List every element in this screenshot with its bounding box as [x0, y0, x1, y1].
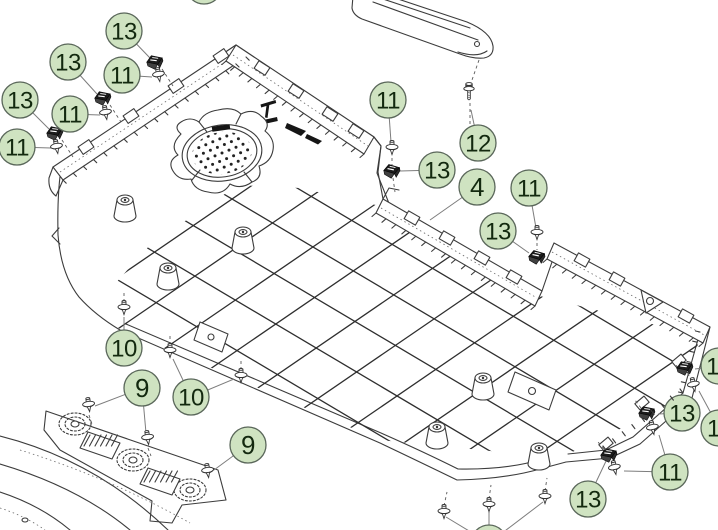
- callout-11[interactable]: 11: [510, 169, 548, 207]
- boss: [425, 421, 449, 450]
- callout-partial: [191, 0, 217, 5]
- callout-12[interactable]: 12: [459, 124, 497, 162]
- callout-label: 11: [5, 134, 29, 161]
- callout-label: 11: [517, 175, 541, 202]
- callout-13[interactable]: 13: [1, 81, 39, 119]
- bolt-glyph: [463, 82, 475, 101]
- callout-9[interactable]: 9: [123, 369, 161, 407]
- screw-glyph: [150, 66, 167, 84]
- screw-glyph: [482, 497, 496, 513]
- boss: [471, 372, 495, 401]
- callout-label: 13: [7, 87, 33, 114]
- callout-label: 13: [706, 353, 718, 380]
- callout-partial: [475, 524, 503, 530]
- leader-line: [445, 516, 469, 530]
- mount-tabs: [193, 321, 557, 411]
- rail-slots: [77, 48, 230, 155]
- callout-label: 10: [178, 384, 204, 411]
- top-flange: [225, 44, 384, 200]
- vent-grille: [170, 108, 274, 194]
- callout-label: 11: [658, 459, 682, 486]
- screw-glyph: [437, 504, 451, 520]
- boss: [231, 226, 255, 255]
- trim-strip: [351, 0, 494, 59]
- callout-13[interactable]: 13: [569, 480, 607, 518]
- clip-glyph: [92, 88, 114, 108]
- screw-glyph: [530, 225, 544, 241]
- callout-13[interactable]: 13: [700, 347, 718, 385]
- callout-9[interactable]: 9: [229, 426, 267, 464]
- callout-label: 13: [485, 218, 511, 245]
- callout-13[interactable]: 13: [418, 151, 456, 189]
- callout-label: 9: [241, 430, 255, 460]
- callout-13[interactable]: 13: [105, 12, 143, 50]
- screw-glyph: [81, 396, 97, 413]
- pictogram-fasteners: [260, 100, 322, 145]
- callout-10[interactable]: 10: [105, 329, 143, 367]
- screw-glyph: [97, 104, 114, 122]
- leader-line: [505, 501, 544, 530]
- callout-11[interactable]: 11: [51, 95, 89, 133]
- callout-label: 13: [55, 49, 81, 76]
- callout-10[interactable]: 10: [172, 378, 210, 416]
- callout-label: 13: [669, 400, 695, 427]
- callout-11[interactable]: 11: [651, 453, 689, 491]
- callout-label: 9: [135, 373, 149, 403]
- edge-hatching: [62, 56, 704, 451]
- callout-label: 11: [110, 62, 134, 89]
- callout-11[interactable]: 11: [0, 128, 36, 166]
- screw-glyph: [538, 489, 552, 505]
- callout-13[interactable]: 13: [49, 43, 87, 81]
- callout-13[interactable]: 13: [479, 212, 517, 250]
- callout-11[interactable]: 11: [103, 56, 141, 94]
- subframe: [43, 410, 227, 524]
- clip-glyph: [382, 162, 402, 180]
- screw-glyph: [140, 429, 156, 446]
- dashed-guides: [61, 59, 693, 507]
- callout-label: 11: [707, 415, 718, 442]
- subframe-hatch: [79, 431, 181, 496]
- callout-label: 12: [465, 130, 491, 157]
- callout-label: 11: [58, 101, 82, 128]
- right-rail: [546, 242, 711, 344]
- boss: [156, 262, 180, 291]
- callout-11[interactable]: 11: [369, 81, 407, 119]
- callout-4[interactable]: 4: [458, 168, 496, 206]
- callout-label: 13: [424, 157, 450, 184]
- boss: [527, 442, 551, 471]
- callout-label: 11: [376, 87, 400, 114]
- standoff-bosses: [113, 194, 551, 471]
- callout-label: 13: [111, 18, 137, 45]
- callout-label: 10: [111, 335, 137, 362]
- dampers: [58, 412, 207, 502]
- screw-glyph: [385, 140, 399, 156]
- callout-11[interactable]: 11: [700, 409, 718, 447]
- screw-glyph: [48, 138, 65, 156]
- boss: [113, 194, 137, 223]
- callout-label: 13: [575, 486, 601, 513]
- rail-part-4: [375, 187, 543, 307]
- car-body-curves: [0, 435, 191, 530]
- callout-13[interactable]: 13: [663, 394, 701, 432]
- callout-label: 4: [470, 172, 484, 202]
